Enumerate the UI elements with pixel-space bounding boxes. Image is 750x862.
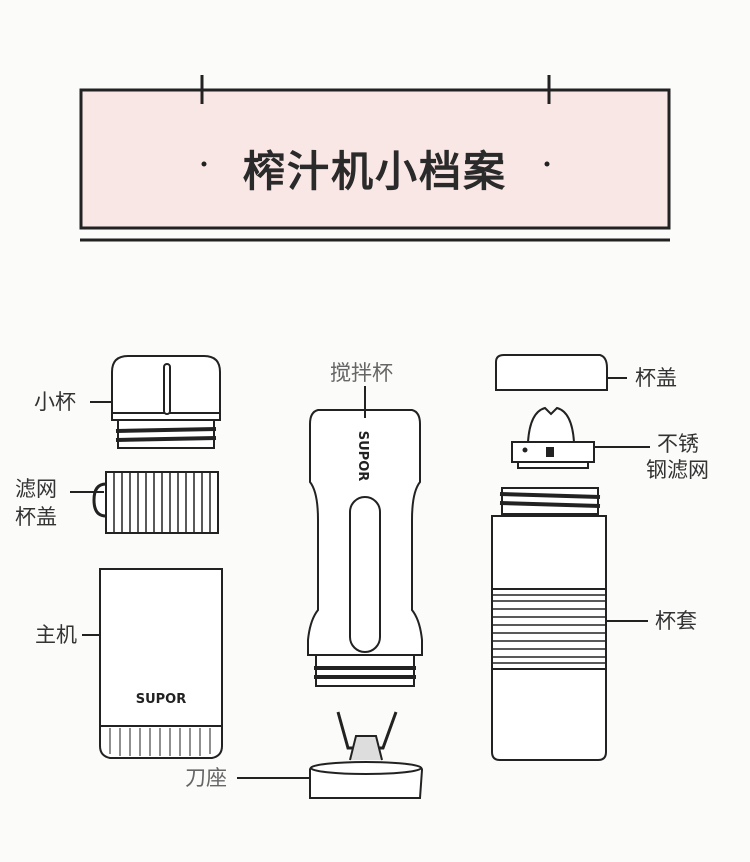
- label-steel-filter-1: 不锈: [657, 432, 699, 456]
- label-cup-lid: 杯盖: [635, 366, 677, 390]
- bottle-part: [491, 487, 607, 761]
- label-steel-filter-2: 钢滤网: [646, 458, 709, 482]
- blending-cup-brand-logo: SUPOR: [355, 431, 370, 482]
- label-small-cup: 小杯: [34, 390, 76, 414]
- filter-lid-part: [92, 471, 219, 534]
- leader-lines: [70, 377, 650, 779]
- steel-filter-part: [511, 406, 595, 469]
- small-cup-part: [111, 355, 221, 449]
- main-unit-brand-logo: SUPOR: [136, 692, 187, 707]
- label-main-unit: 主机: [35, 623, 77, 647]
- label-blending-cup: 搅拌杯: [330, 361, 393, 385]
- cup-lid-part: [495, 354, 608, 391]
- label-blade-base: 刀座: [185, 766, 227, 790]
- blending-cup-part: [307, 409, 423, 687]
- label-filter-lid-1: 滤网: [15, 477, 57, 501]
- header-card: [79, 75, 671, 242]
- label-cup-sleeve: 杯套: [655, 609, 697, 633]
- page-title: 榨汁机小档案: [242, 147, 507, 196]
- main-unit-part: [99, 568, 223, 759]
- blade-base-part: [309, 711, 424, 799]
- label-filter-lid-2: 杯盖: [15, 505, 57, 529]
